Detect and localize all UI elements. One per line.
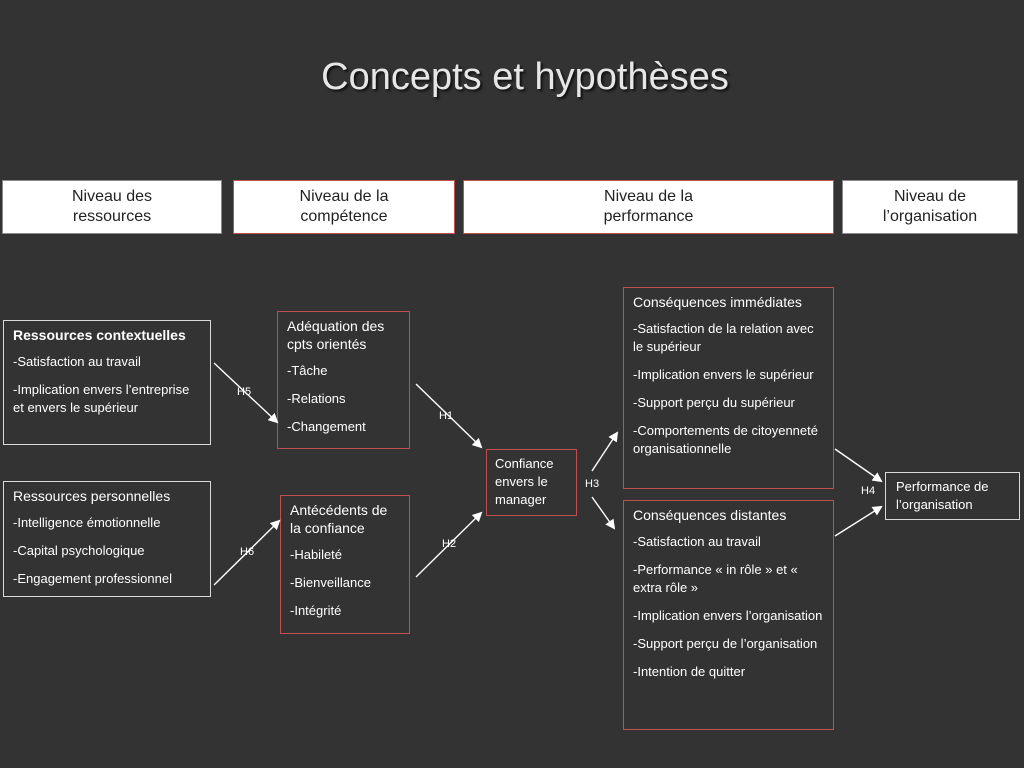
level-competence-line1: Niveau de la — [299, 188, 389, 205]
level-performance-line1: Niveau de la — [604, 188, 693, 205]
box-item: -Habileté — [290, 547, 343, 562]
box-item: -Tâche — [287, 363, 328, 378]
box-title: Ressources personnelles — [13, 488, 171, 504]
box-item: -Intelligence émotionnelle — [13, 515, 161, 530]
box-consequences-distantes: Conséquences distantes -Satisfaction au … — [623, 500, 834, 730]
box-title: Conséquences distantes — [633, 507, 787, 523]
hypothesis-label-h2: H2 — [442, 538, 457, 550]
level-ressources: Niveau des ressources — [2, 180, 222, 234]
level-organisation: Niveau de l’organisation — [842, 180, 1018, 234]
hypothesis-label-h5: H5 — [237, 386, 252, 398]
level-competence-line2: compétence — [300, 208, 388, 225]
hypothesis-label-h1: H1 — [439, 410, 454, 422]
level-ressources-line1: Niveau des — [71, 188, 153, 205]
box-confiance: Confiance envers le manager — [486, 449, 577, 516]
arrow-h2 — [415, 511, 483, 578]
box-item: -Capital psychologique — [13, 543, 145, 558]
level-competence: Niveau de la compétence — [233, 180, 455, 234]
box-adequation: Adéquation des cpts orientés -Tâche -Rel… — [277, 311, 410, 449]
level-organisation-line1: Niveau de — [893, 188, 967, 205]
arrow-h3-up — [591, 431, 619, 472]
box-item: -Comportements de citoyenneté organisati… — [633, 423, 818, 456]
box-item: -Implication envers le supérieur — [633, 367, 814, 382]
box-item: -Intégrité — [290, 603, 342, 618]
box-item: -Satisfaction de la relation avec le sup… — [633, 321, 814, 354]
box-title: Antécédents de la confiance — [290, 502, 388, 536]
box-item: -Satisfaction au travail — [13, 354, 141, 369]
box-item: -Support perçu du supérieur — [633, 395, 795, 410]
box-item: -Satisfaction au travail — [633, 534, 761, 549]
arrow-h4-up — [834, 448, 883, 483]
box-title: Performance de l’organisation — [896, 479, 989, 512]
level-performance-line2: performance — [603, 208, 694, 225]
box-item: -Implication envers l’entreprise et enve… — [13, 382, 190, 415]
box-title: Conséquences immédiates — [633, 294, 802, 310]
box-performance-organisation: Performance de l’organisation — [885, 472, 1020, 520]
box-consequences-immediates: Conséquences immédiates -Satisfaction de… — [623, 287, 834, 489]
box-item: -Performance « in rôle » et « extra rôle… — [633, 562, 798, 595]
box-item: -Intention de quitter — [633, 664, 746, 679]
box-item: -Support perçu de l’organisation — [633, 636, 818, 651]
box-item: -Bienveillance — [290, 575, 371, 590]
box-title: Adéquation des cpts orientés — [287, 318, 385, 352]
arrow-h1 — [415, 383, 483, 449]
box-item: -Engagement professionnel — [13, 571, 172, 586]
arrow-h6 — [213, 519, 281, 586]
arrow-h5 — [213, 362, 279, 424]
box-item: -Relations — [287, 391, 346, 406]
box-title: Ressources contextuelles — [13, 327, 186, 343]
box-antecedents: Antécédents de la confiance -Habileté -B… — [280, 495, 410, 634]
slide-title: Concepts et hypothèses — [321, 56, 729, 98]
box-ressources-contextuelles: Ressources contextuelles -Satisfaction a… — [3, 320, 211, 445]
level-performance: Niveau de la performance — [463, 180, 834, 234]
hypothesis-label-h6: H6 — [240, 546, 255, 558]
level-ressources-line2: ressources — [72, 208, 152, 225]
box-ressources-personnelles: Ressources personnelles -Intelligence ém… — [3, 481, 211, 597]
box-item: -Changement — [287, 419, 366, 434]
hypothesis-label-h3: H3 — [585, 478, 600, 490]
hypothesis-label-h4: H4 — [861, 485, 876, 497]
arrow-h3-down — [591, 496, 616, 530]
box-item: -Implication envers l’organisation — [633, 608, 823, 623]
level-organisation-line2: l’organisation — [882, 208, 978, 225]
arrow-h4-down — [834, 505, 883, 537]
box-title: Confiance envers le manager — [495, 456, 554, 507]
